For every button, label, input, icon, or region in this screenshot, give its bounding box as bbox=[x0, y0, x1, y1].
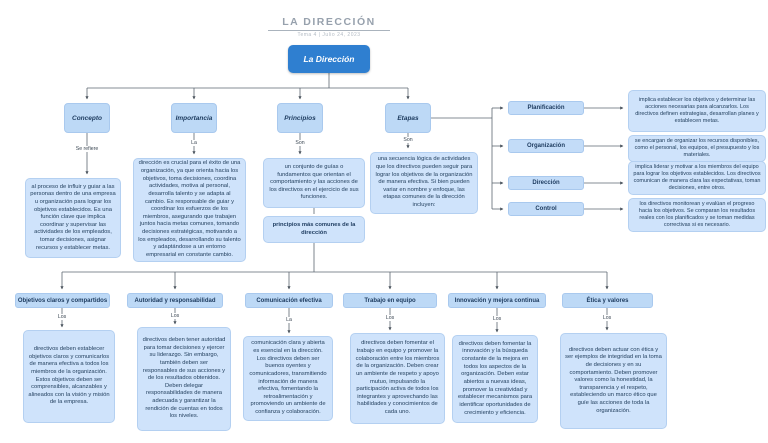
stage-description-planificacion[interactable]: implica establecer los objetivos y deter… bbox=[628, 90, 766, 132]
page-subtitle: Tema 4 | Julio 24, 2023 bbox=[297, 32, 361, 38]
edge-label-etica: Los bbox=[601, 315, 613, 321]
root-node[interactable]: La Dirección bbox=[288, 45, 370, 73]
principle-node-innovacion[interactable]: Innovación y mejora continua bbox=[448, 293, 546, 308]
edge-label-comunicacion: La bbox=[285, 317, 293, 323]
edge-label-principios: Son bbox=[294, 140, 306, 146]
header: LA DIRECCIÓN Tema 4 | Julio 24, 2023 bbox=[254, 12, 404, 38]
edge-label-etapas: Son bbox=[402, 137, 414, 143]
principle-node-etica[interactable]: Ética y valores bbox=[562, 293, 653, 308]
stage-node-organizacion[interactable]: Organización bbox=[508, 139, 584, 153]
stage-description-direccion[interactable]: implica liderar y motivar a los miembros… bbox=[628, 161, 766, 195]
edge-label-innovacion: Los bbox=[491, 316, 503, 322]
principle-node-autoridad[interactable]: Autoridad y responsabilidad bbox=[127, 293, 223, 308]
principle-description-objetivos[interactable]: directivos deben establecer objetivos cl… bbox=[23, 330, 115, 423]
principle-description-comunicacion[interactable]: comunicación clara y abierta es esencial… bbox=[243, 336, 333, 421]
principle-description-innovacion[interactable]: directivos deben fomentar la innovación … bbox=[452, 335, 538, 423]
edge-label-trabajo: Los bbox=[384, 315, 396, 321]
edge-label-importancia: La bbox=[190, 140, 198, 146]
edge-label-autoridad: Los bbox=[169, 313, 181, 319]
stage-description-organizacion[interactable]: se encargan de organizar los recursos di… bbox=[628, 135, 766, 162]
stage-node-planificacion[interactable]: Planificación bbox=[508, 101, 584, 115]
principle-description-autoridad[interactable]: directivos deben tener autoridad para to… bbox=[137, 327, 231, 431]
stage-node-direccion[interactable]: Dirección bbox=[508, 176, 584, 190]
edge-label-objetivos: Los bbox=[56, 314, 68, 320]
branch-node-principios[interactable]: Principios bbox=[277, 103, 323, 133]
branch-description-concepto[interactable]: al proceso de influir y guiar a las pers… bbox=[25, 178, 121, 258]
principle-node-trabajo[interactable]: Trabajo en equipo bbox=[343, 293, 437, 308]
branch-node-importancia[interactable]: Importancia bbox=[171, 103, 217, 133]
branch-node-concepto[interactable]: Concepto bbox=[64, 103, 110, 133]
principle-node-objetivos[interactable]: Objetivos claros y compartidos bbox=[15, 293, 110, 308]
page-title: LA DIRECCIÓN bbox=[268, 16, 390, 31]
principios-sub-label[interactable]: principios más comunes de la dirección bbox=[263, 216, 365, 243]
branch-description-etapas[interactable]: una secuencia lógica de actividades que … bbox=[370, 152, 478, 214]
principle-node-comunicacion[interactable]: Comunicación efectiva bbox=[245, 293, 333, 308]
stage-node-control[interactable]: Control bbox=[508, 202, 584, 216]
stage-description-control[interactable]: los directivos monitorean y evalúan el p… bbox=[628, 198, 766, 232]
branch-description-importancia[interactable]: dirección es crucial para el éxito de un… bbox=[133, 158, 246, 262]
branch-description-principios[interactable]: un conjunto de guías o fundamentos que o… bbox=[263, 158, 365, 208]
edge-label-concepto: Se refiere bbox=[74, 146, 100, 152]
principle-description-trabajo[interactable]: directivos deben fomentar el trabajo en … bbox=[350, 333, 445, 424]
principle-description-etica[interactable]: directivos deben actuar con ética y ser … bbox=[560, 333, 667, 429]
branch-node-etapas[interactable]: Etapas bbox=[385, 103, 431, 133]
